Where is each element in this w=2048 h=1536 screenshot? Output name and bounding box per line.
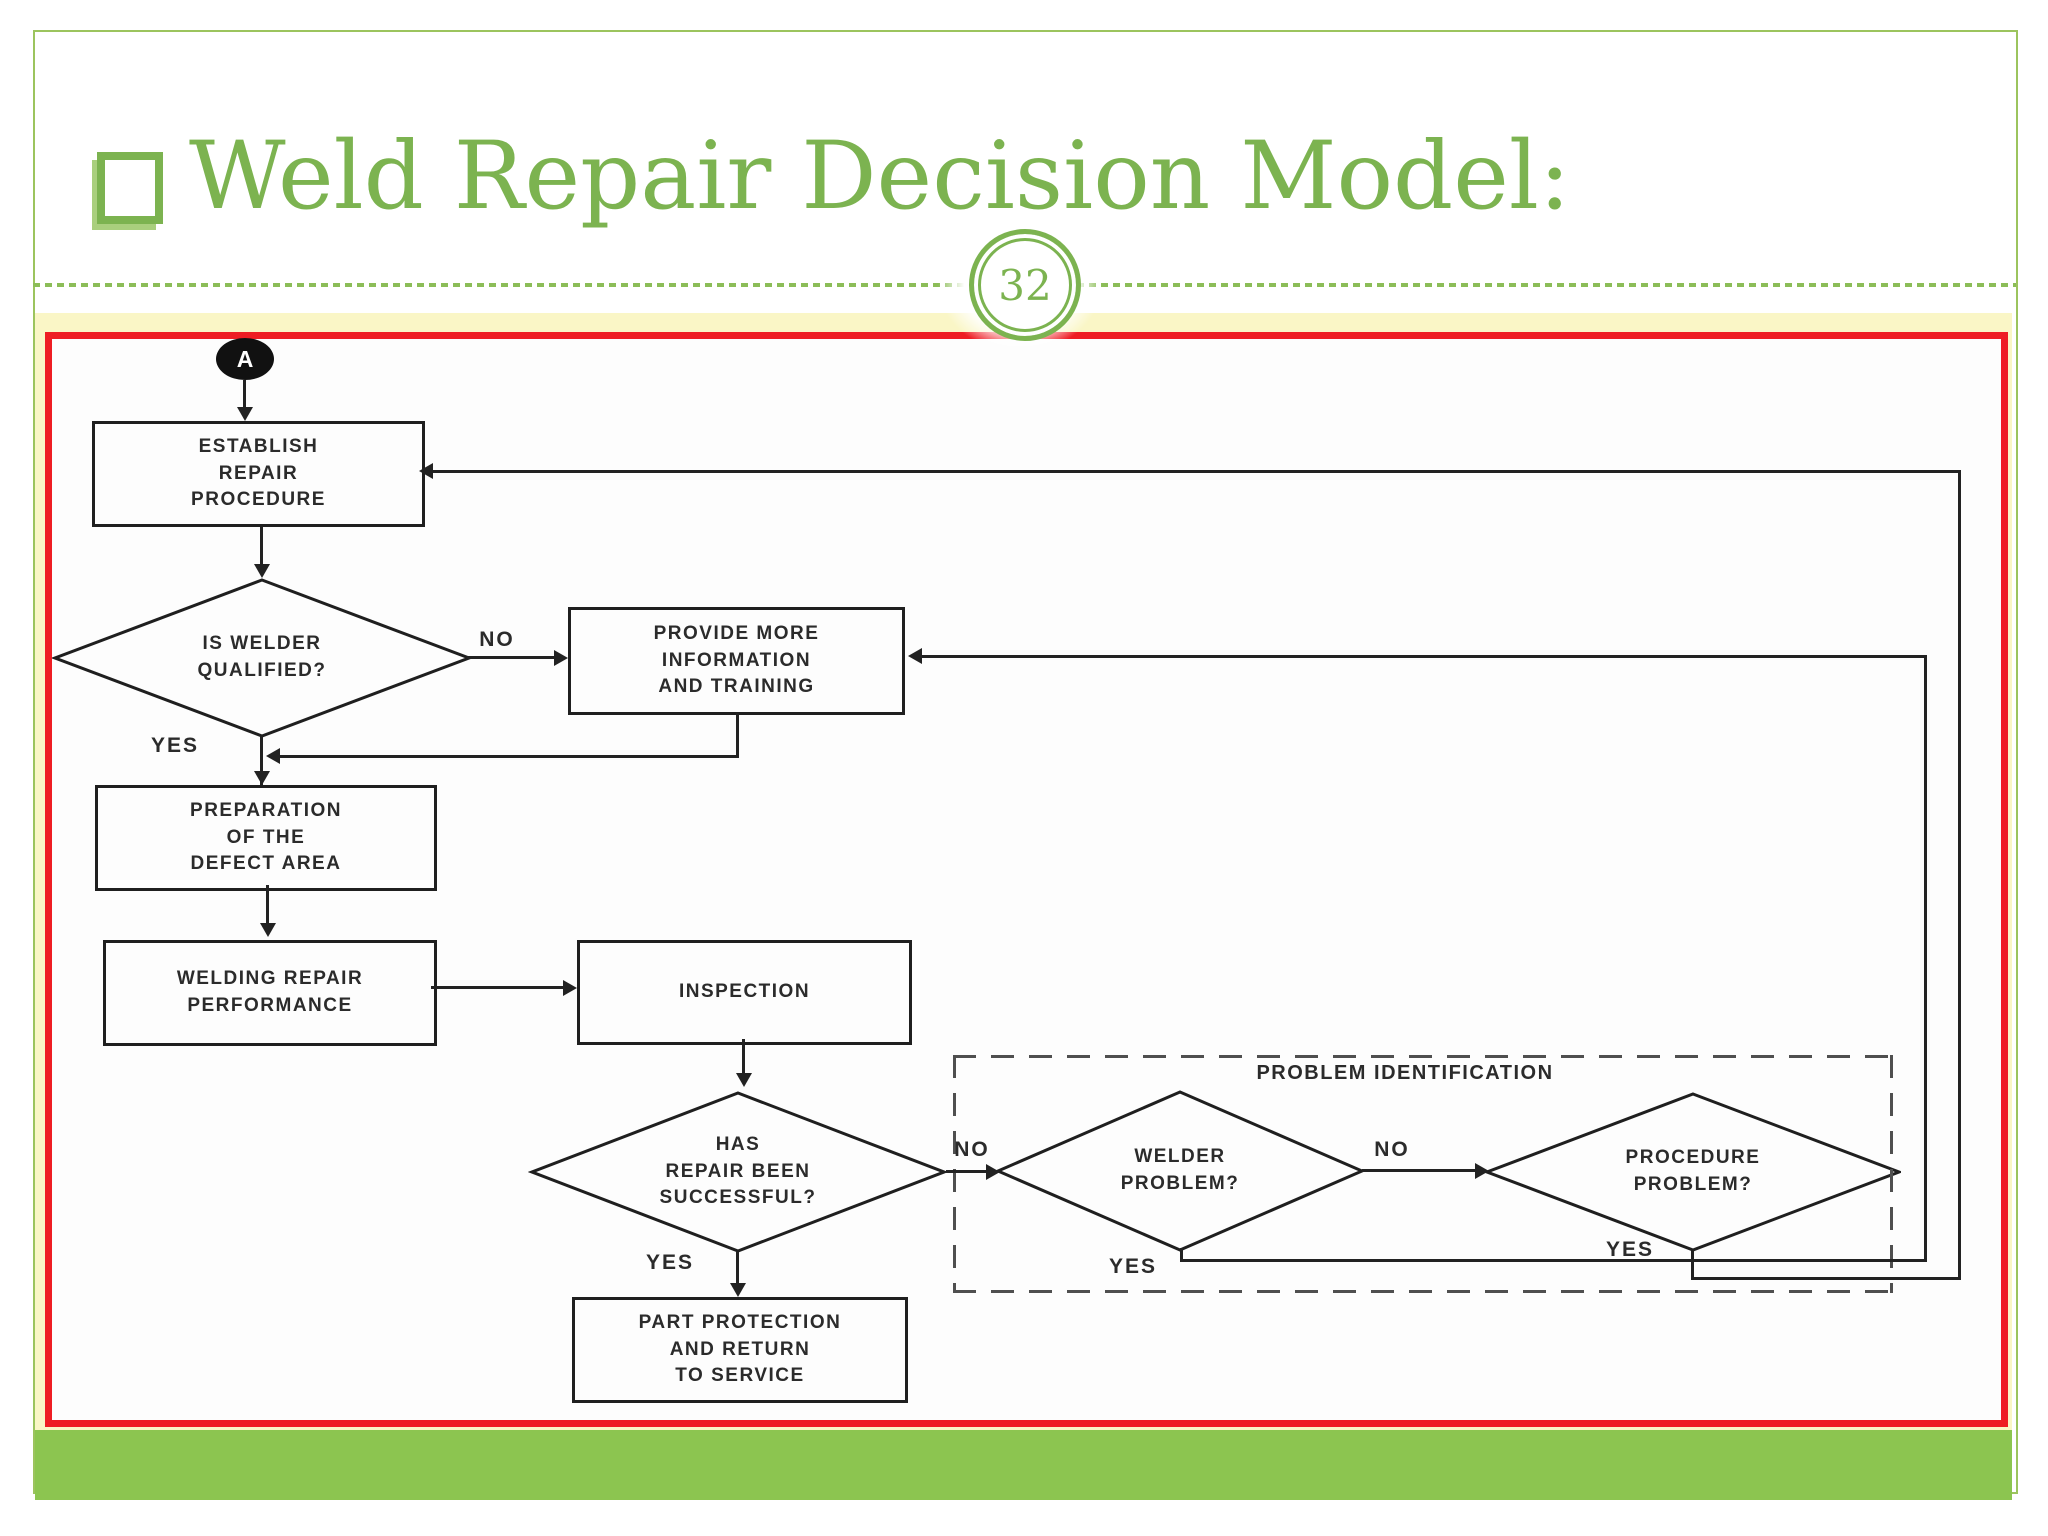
edge-welding-inspection (431, 986, 563, 989)
edge-welder-yes-v2 (1924, 657, 1927, 1262)
edge-label-no: NO (1374, 1138, 1410, 1161)
edge-procedure-yes-h1 (1691, 1277, 1961, 1280)
arrowhead (266, 748, 280, 764)
node-preparation-defect-area: PREPARATION OF THE DEFECT AREA (95, 785, 437, 891)
edge-inspection-successful (742, 1039, 745, 1077)
edge-label-no: NO (954, 1138, 990, 1161)
arrowhead (237, 407, 253, 421)
diamond-has-repair-been-successful-shape (528, 1091, 948, 1253)
page-title: Weld Repair Decision Model: (189, 122, 1571, 231)
edge-provide-return-v (736, 712, 739, 758)
arrowhead (908, 648, 922, 664)
edge-successful-no (946, 1170, 986, 1173)
node-establish-repair-procedure: ESTABLISH REPAIR PROCEDURE (92, 421, 425, 527)
arrowhead (1475, 1163, 1489, 1179)
connector-a-label: A (236, 345, 254, 372)
edge-procedure-yes-v1 (1691, 1250, 1694, 1280)
arrowhead (254, 771, 270, 785)
diamond-welder-problem: WELDER PROBLEM? (1120, 1146, 1240, 1194)
edge-qualified-no (467, 656, 554, 659)
edge-label-no: NO (479, 628, 515, 651)
edge-qualified-yes (260, 736, 263, 785)
edge-welder-yes-h1 (1180, 1259, 1927, 1262)
diamond-has-repair-been-successful: HAS REPAIR BEEN SUCCESSFUL? (659, 1133, 817, 1209)
edge-label-yes: YES (645, 1251, 695, 1274)
arrowhead (986, 1164, 1000, 1180)
arrowhead (563, 980, 577, 996)
problem-id-box-right (1890, 1055, 1893, 1293)
node-inspection: INSPECTION (577, 940, 912, 1045)
page-number-badge: 32 (969, 229, 1081, 341)
problem-id-box-left (953, 1055, 956, 1293)
problem-id-box-top (953, 1055, 1893, 1058)
edge-successful-yes (736, 1252, 739, 1284)
arrowhead (730, 1283, 746, 1297)
arrowhead (554, 650, 568, 666)
edge-label-yes: YES (150, 734, 200, 757)
arrowhead (254, 564, 270, 578)
node-welding-repair-performance: WELDING REPAIR PERFORMANCE (103, 940, 437, 1046)
arrowhead (419, 463, 433, 479)
edge-procedure-yes-v2 (1958, 472, 1961, 1280)
footer-band (35, 1430, 2012, 1500)
problem-id-box-bottom (953, 1290, 1893, 1293)
problem-identification-label: PROBLEM IDENTIFICATION (1256, 1062, 1554, 1084)
page-number: 32 (998, 260, 1052, 310)
diamond-procedure-problem: PROCEDURE PROBLEM? (1625, 1147, 1761, 1195)
edge-provide-return-h (280, 755, 739, 758)
edge-procedure-yes-h2 (433, 470, 1961, 473)
edge-a-establish (243, 380, 246, 408)
edge-welder-no (1362, 1169, 1475, 1172)
edge-welder-yes-h2 (922, 655, 1927, 658)
node-part-protection-return-service: PART PROTECTION AND RETURN TO SERVICE (572, 1297, 908, 1403)
edge-label-yes: YES (1605, 1238, 1655, 1261)
edge-establish-qualified (260, 527, 263, 569)
edge-preparation-welding (266, 885, 269, 927)
edge-label-yes: YES (1108, 1255, 1158, 1278)
connector-a-terminator: A (216, 338, 274, 380)
arrowhead (260, 923, 276, 937)
edge-welder-yes-v1 (1180, 1248, 1183, 1262)
arrowhead (736, 1073, 752, 1087)
checkbox-bullet-icon (97, 152, 163, 224)
diamond-is-welder-qualified: IS WELDER QUALIFIED? (197, 633, 327, 681)
node-provide-more-information: PROVIDE MORE INFORMATION AND TRAINING (568, 607, 905, 715)
